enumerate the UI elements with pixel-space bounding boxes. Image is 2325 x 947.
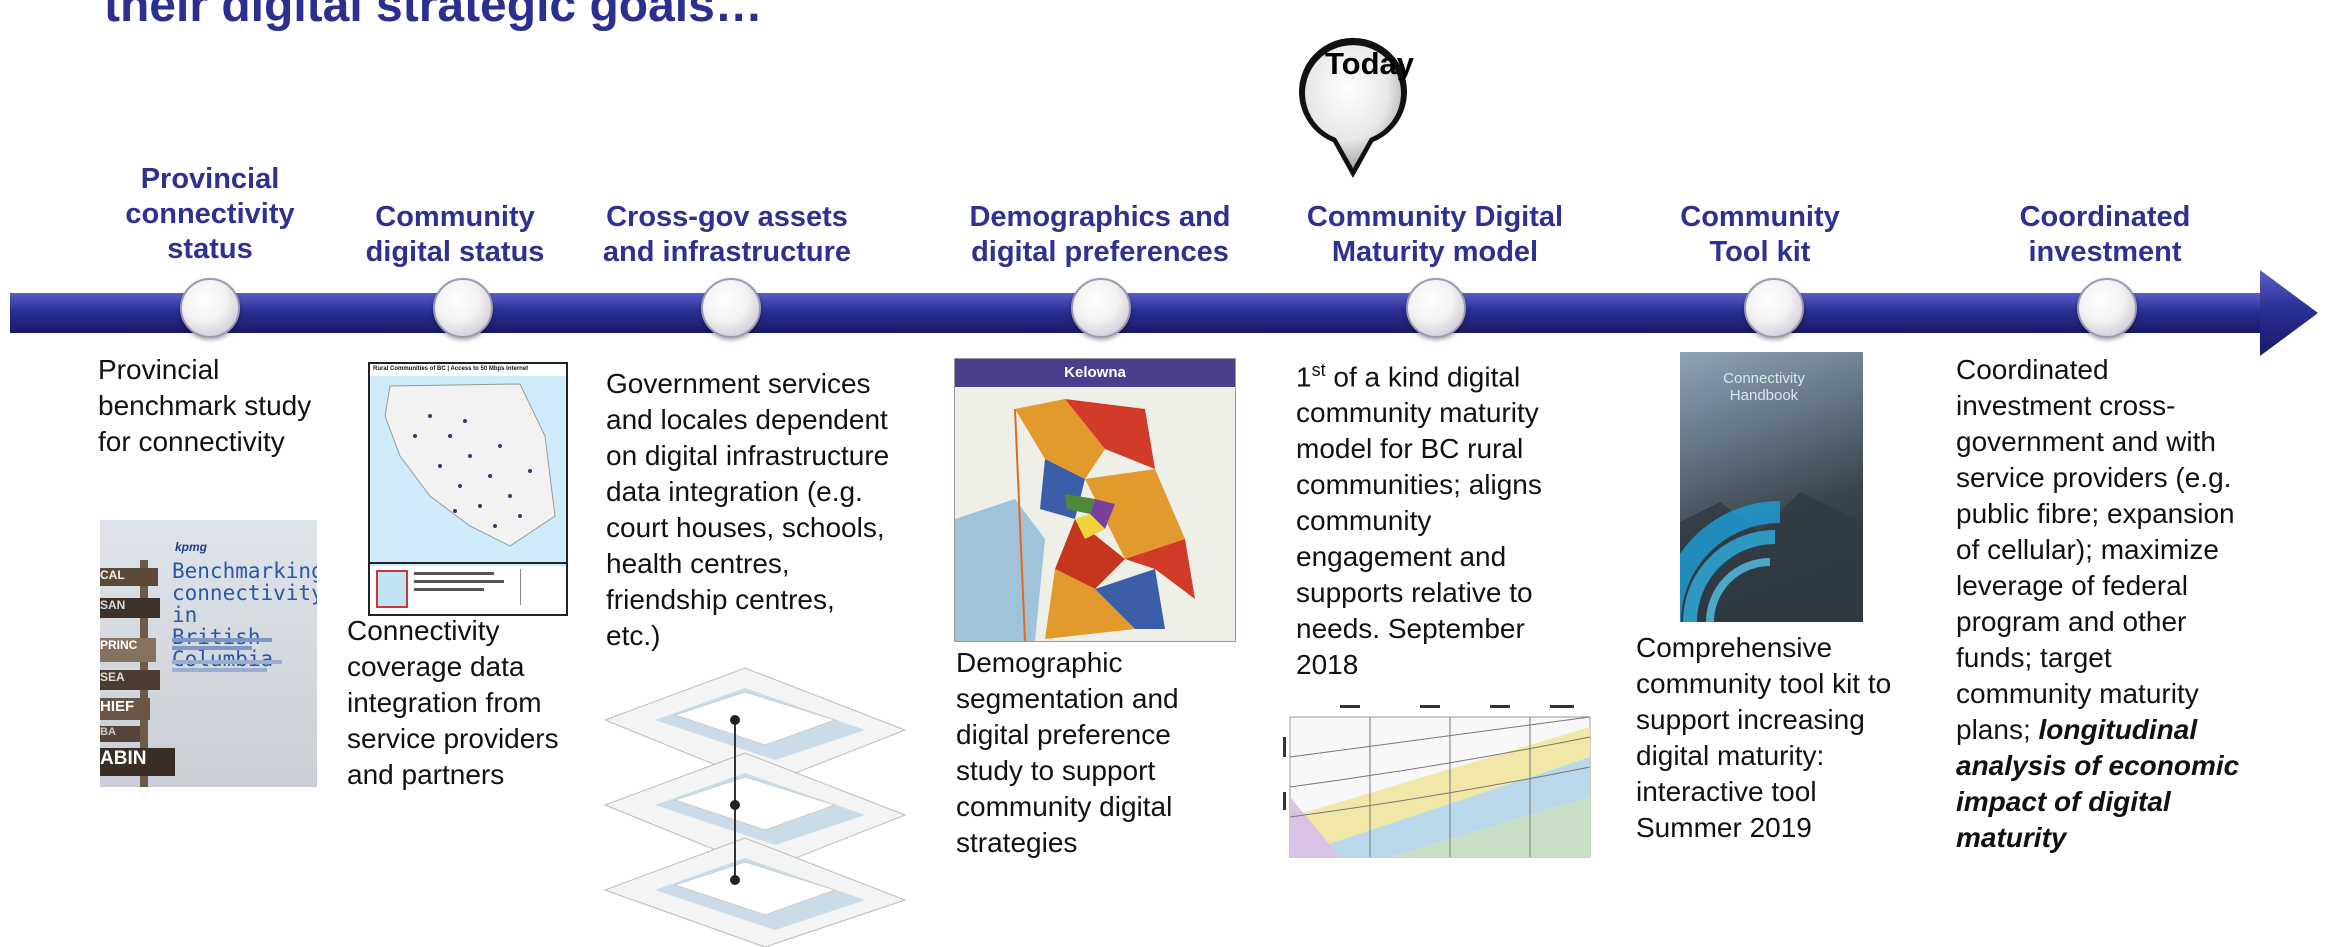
- sign-2: SAN: [100, 598, 160, 618]
- timeline-arrow: [10, 270, 2318, 356]
- stage-title-demographics: Demographics and digital preferences: [969, 201, 1231, 268]
- timeline-dot-5: [1406, 278, 1466, 338]
- stage-title-provincial: Provincial connectivity status: [125, 163, 295, 265]
- report-title: Benchmarking connectivity in British Col…: [172, 559, 317, 671]
- benchmark-report-cover: kpmg Benchmarking connectivity in Britis…: [100, 520, 317, 787]
- kelowna-header: Kelowna: [955, 359, 1235, 387]
- report-brand: kpmg: [175, 540, 208, 554]
- stage-title-toolkit: Community Tool kit: [1680, 201, 1840, 268]
- sign-7: ABIN: [100, 748, 175, 776]
- today-pin: [1299, 37, 1407, 179]
- sign-4: SEA: [100, 670, 160, 690]
- sign-6: BA: [100, 726, 140, 742]
- timeline-dot-6: [1744, 278, 1804, 338]
- stage-title-cross-gov: Cross-gov assets and infrastructure: [602, 201, 852, 268]
- timeline-dot-4: [1071, 278, 1131, 338]
- timeline-dot-1: [180, 278, 240, 338]
- bc-connectivity-map: Rural Communities of BC | Access to 50 M…: [368, 362, 568, 616]
- map-title: Rural Communities of BC | Access to 50 M…: [373, 366, 529, 372]
- stage-desc-community-status: Connectivity coverage data integration f…: [347, 615, 559, 790]
- stage-title-maturity-model: Community Digital Maturity model: [1306, 201, 1564, 268]
- connectivity-handbook-cover: Connectivity Handbook: [1680, 352, 1863, 622]
- sign-3: PRINC: [100, 638, 156, 662]
- page-title: their digital strategic goals…: [104, 0, 763, 32]
- stage-desc-provincial: Provincial benchmark study for connectiv…: [98, 354, 312, 457]
- timeline-dot-2: [433, 278, 493, 338]
- stage-desc-maturity-model: 1st of a kind digital community maturity…: [1296, 360, 1542, 681]
- stage-desc-toolkit: Comprehensive community tool kit to supp…: [1636, 632, 1892, 843]
- timeline-dot-3: [701, 278, 761, 338]
- kelowna-map: Kelowna: [954, 358, 1236, 642]
- sign-1: CAL: [100, 568, 158, 586]
- sign-5: HIEF: [100, 698, 150, 720]
- today-label: Today: [1325, 46, 1414, 81]
- stage-title-investment: Coordinated investment: [2019, 201, 2191, 268]
- stage-title-community-status: Community digital status: [365, 201, 545, 268]
- maturity-model-chart: [1280, 697, 1602, 869]
- layered-maps: [603, 667, 907, 947]
- stage-desc-investment: Coordinated investment cross- government…: [1956, 354, 2240, 853]
- handbook-title: Connectivity Handbook: [1723, 370, 1805, 404]
- timeline-dot-7: [2077, 278, 2137, 338]
- stage-desc-cross-gov: Government services and locales dependen…: [606, 368, 890, 651]
- stage-desc-demographics: Demographic segmentation and digital pre…: [956, 647, 1179, 858]
